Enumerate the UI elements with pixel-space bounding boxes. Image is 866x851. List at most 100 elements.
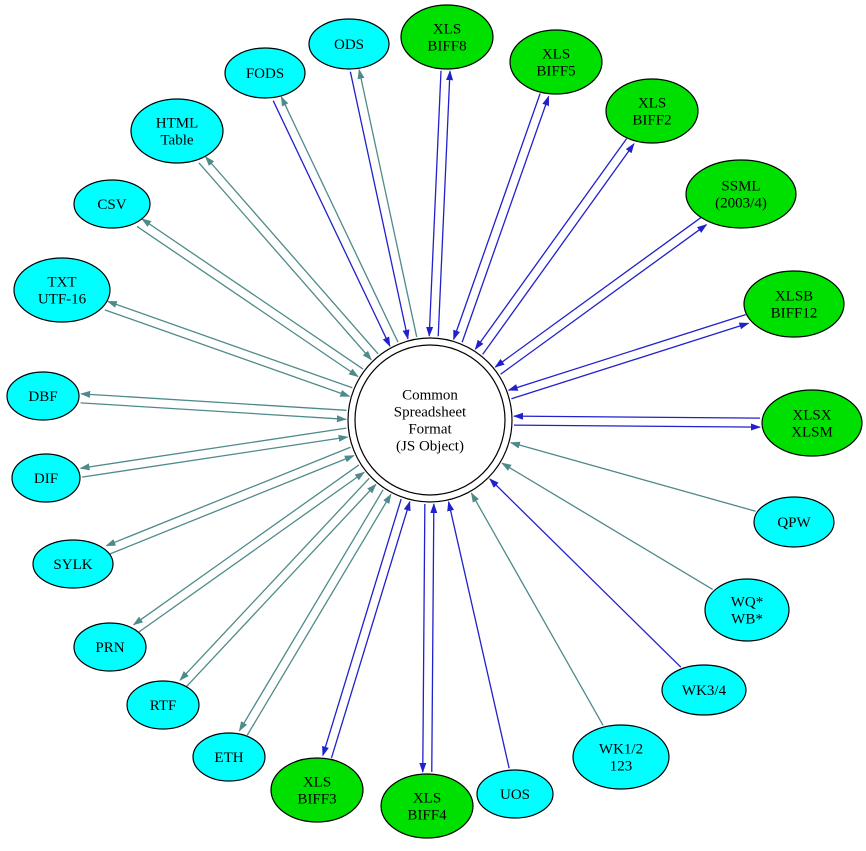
node-dif: DIF [11,453,81,503]
node-eth: ETH [192,732,266,782]
edge-csv-in [136,225,359,378]
node-ellipse [476,769,554,819]
edge-eth-in [246,493,392,736]
node-label: SSML(2003/4) [715,179,767,212]
node-ellipse [753,496,835,548]
node-label: DBF [28,389,57,405]
edge-rtf-out [179,477,370,681]
edges-layer [79,68,761,773]
node-fods: FODS [224,47,306,99]
edge-ods-in [349,71,410,340]
node-wk34: WK3/4 [661,664,747,716]
node-ellipse [32,539,114,589]
edge-txt-utf16-out [106,300,353,389]
node-ellipse [380,773,474,839]
edge-xlsb-in [507,314,746,391]
edge-ssml-in [494,216,702,368]
node-label: CSV [97,197,126,213]
node-label: WQ*WB* [731,595,764,628]
node-ellipse [224,47,306,99]
edge-dbf-out [80,390,347,411]
node-ellipse [126,680,200,730]
node-label: ODS [334,37,364,53]
edge-dif-in [81,434,349,478]
edge-xls-biff4-out [419,503,427,773]
node-ellipse [6,371,80,421]
node-ellipse [685,159,797,229]
node-ellipse [73,622,147,672]
node-label: QPW [777,515,811,531]
edge-qpw-in [509,441,756,512]
node-uos: UOS [476,769,554,819]
node-ellipse [509,29,603,95]
edge-xls-biff8-in [426,70,442,337]
node-ellipse [192,732,266,782]
node-ellipse [761,389,863,457]
edge-xls-biff5-out [461,95,550,343]
node-label: ETH [214,750,243,766]
edge-xls-biff4-in [430,503,438,773]
edge-uos-in [447,500,510,769]
node-sylk: SYLK [32,539,114,589]
node-label: SYLK [53,557,92,573]
edge-html-table-in [198,162,372,361]
edge-dbf-in [80,402,347,423]
node-rtf: RTF [126,680,200,730]
node-ssml: SSML(2003/4) [685,159,797,229]
node-ellipse [605,78,699,144]
node-ellipse [704,578,790,642]
edge-sylk-out [105,446,351,547]
center-inner-circle [354,344,506,496]
edge-xlsx-in [513,412,761,420]
edge-wk34-in [489,478,682,668]
edge-xls-biff5-in [453,93,541,341]
edge-xls-biff8-out [437,70,454,337]
node-wq-wb: WQ*WB* [704,578,790,642]
node-dbf: DBF [6,371,80,421]
edge-eth-out [238,489,384,732]
node-label: RTF [150,698,177,714]
edge-txt-utf16-in [104,309,351,397]
node-label: UOS [500,787,530,803]
node-csv: CSV [73,179,151,229]
node-label: WK3/4 [682,683,727,699]
edge-wq-wb-in [501,462,714,590]
node-ellipse [11,453,81,503]
node-prn: PRN [73,622,147,672]
edge-csv-out [141,218,364,370]
edge-xls-biff3-out [322,498,402,757]
edge-fods-out [280,95,399,343]
edge-wk12-123-in [470,492,604,726]
node-label: FODS [246,66,284,82]
node-ellipse [308,18,390,70]
node-ellipse [130,98,224,164]
edge-xls-biff2-in [474,138,628,350]
node-ellipse [400,4,494,70]
edge-sylk-in [109,454,355,555]
node-ellipse [743,270,845,338]
edge-prn-out [132,464,360,626]
edge-xls-biff3-in [330,500,411,759]
edge-xlsb-out [511,322,750,400]
